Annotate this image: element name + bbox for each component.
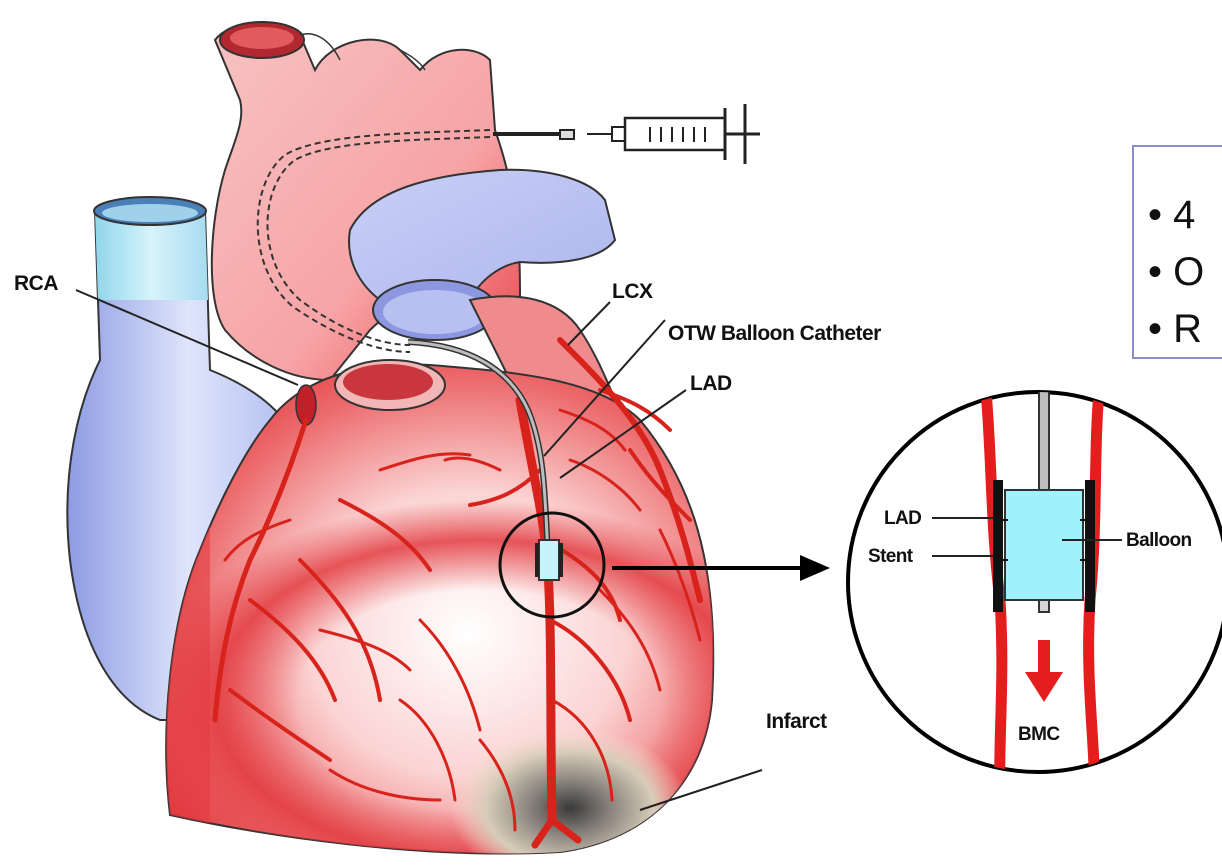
- label-lad: LAD: [690, 372, 732, 395]
- label-rca: RCA: [14, 272, 58, 295]
- label-otw-balloon-catheter: OTW Balloon Catheter: [668, 322, 881, 345]
- inset-label-lad: LAD: [884, 508, 921, 529]
- syringe-icon: [493, 104, 760, 164]
- inset-label-stent: Stent: [868, 546, 914, 567]
- inset-label-balloon: Balloon: [1126, 530, 1191, 551]
- bullet-item: • R: [1148, 307, 1202, 351]
- bullet-item: • 4: [1148, 193, 1195, 237]
- bullet-item: • O: [1148, 250, 1204, 294]
- bullet-box: • 4 • O • R: [1133, 146, 1222, 358]
- label-infarct: Infarct: [766, 710, 827, 733]
- inset-label-bmc: BMC: [1018, 724, 1060, 745]
- label-lcx: LCX: [612, 280, 653, 303]
